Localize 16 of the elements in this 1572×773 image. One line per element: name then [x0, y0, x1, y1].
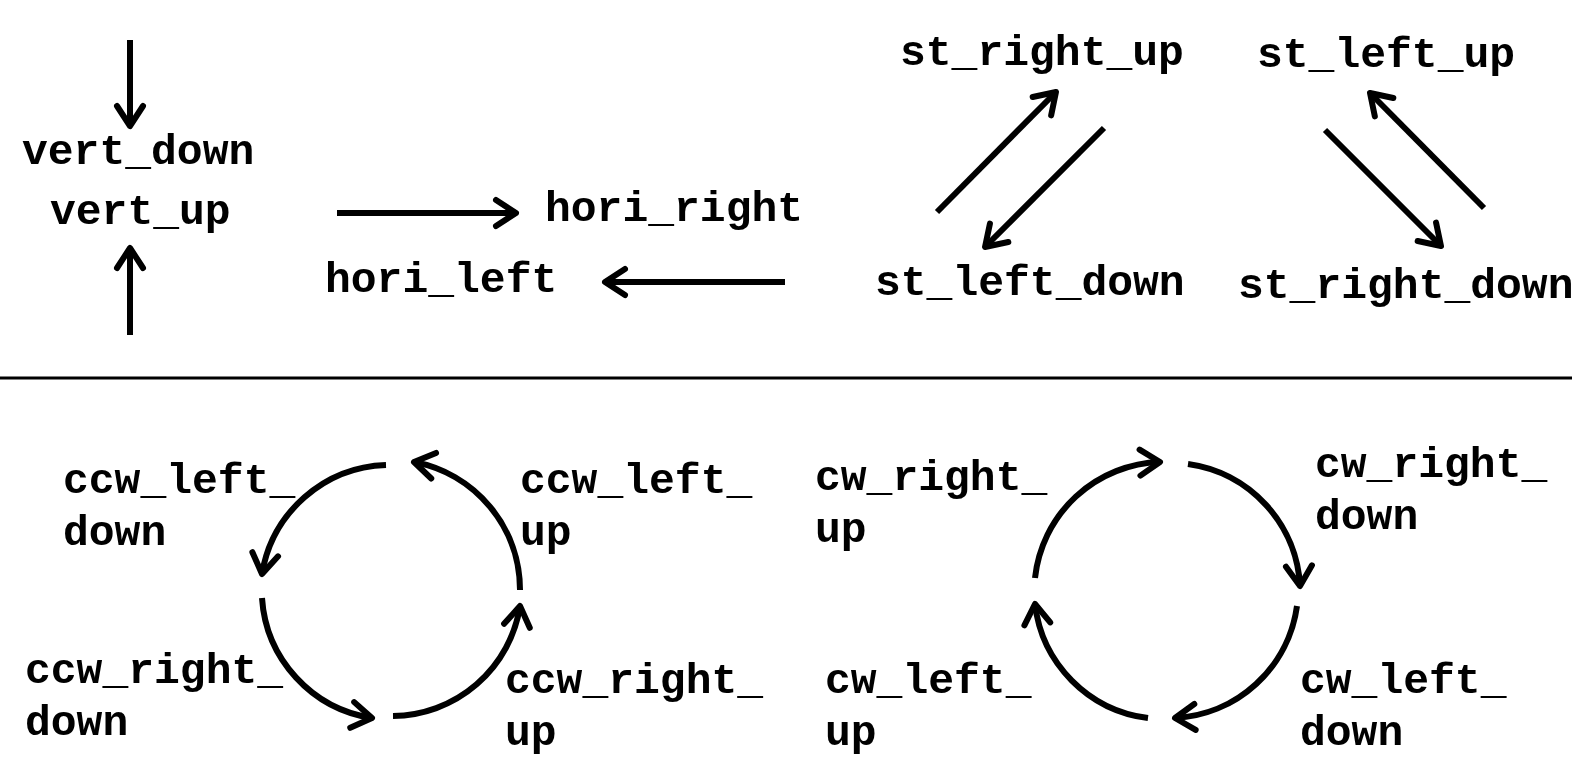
direction-label: ccw_left_ up — [520, 456, 753, 560]
direction-label: cw_left_ down — [1300, 656, 1507, 760]
direction-label: cw_right_ up — [815, 453, 1048, 557]
direction-label: st_right_down — [1238, 261, 1572, 313]
direction-label: vert_down — [22, 127, 255, 179]
direction-label: hori_right — [545, 184, 804, 236]
direction-label: cw_right_ down — [1315, 440, 1548, 544]
direction-label: ccw_right_ down — [25, 646, 284, 750]
direction-label: st_left_up — [1257, 30, 1516, 82]
direction-label: ccw_left_ down — [63, 456, 296, 560]
direction-label: st_left_down — [875, 258, 1185, 310]
direction-label: ccw_right_ up — [505, 656, 764, 760]
direction-label: vert_up — [50, 187, 231, 239]
direction-label: cw_left_ up — [825, 656, 1032, 760]
direction-label: hori_left — [325, 255, 558, 307]
direction-label: st_right_up — [900, 28, 1184, 80]
